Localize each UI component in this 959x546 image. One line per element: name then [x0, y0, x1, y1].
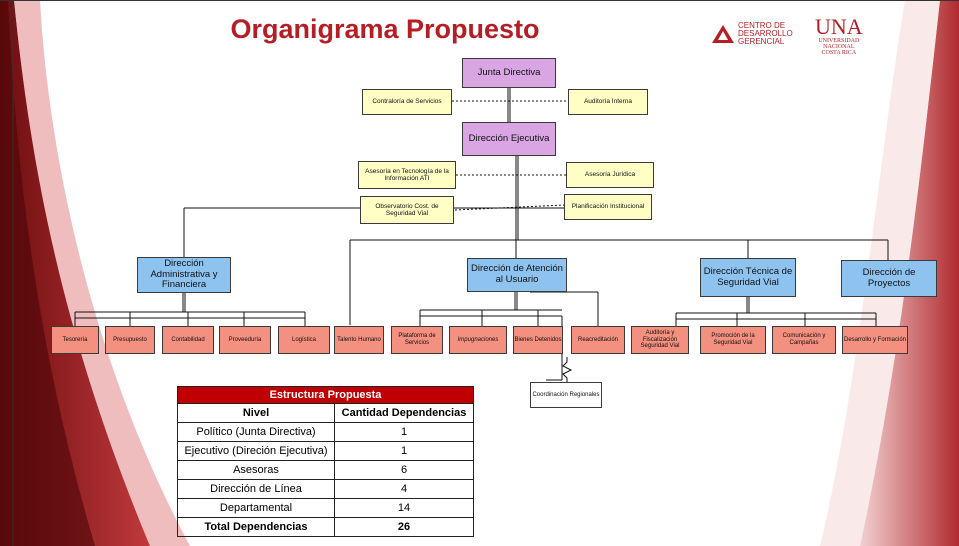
node-observatorio[interactable]: Observatorio Cost. de Seguridad Vial: [360, 196, 454, 224]
node-dir-administrativa[interactable]: Dirección Administrativa y Financiera: [137, 257, 231, 293]
node-promocion[interactable]: Promoción de la Seguridad Vial: [700, 326, 766, 354]
table-row: Político (Junta Directiva) 1: [177, 422, 474, 442]
node-planificacion[interactable]: Planificación Institucional: [564, 194, 652, 220]
page-title: Organigrama Propuesto: [230, 14, 540, 44]
node-plataforma[interactable]: Plataforma de Servicios: [391, 326, 443, 354]
table-row: Departamental 14: [177, 498, 474, 518]
node-auditoria-interna[interactable]: Auditoría Interna: [568, 89, 648, 115]
node-direccion-ejecutiva[interactable]: Dirección Ejecutiva: [462, 122, 556, 156]
node-tesoreria[interactable]: Tesorería: [51, 326, 99, 354]
node-junta-directiva[interactable]: Junta Directiva: [462, 58, 556, 88]
node-reacreditacion[interactable]: Reacreditación: [571, 326, 625, 354]
node-asesoria-ti[interactable]: Asesoría en Tecnología de la Información…: [358, 161, 456, 189]
table-caption: Estructura Propuesta: [177, 386, 474, 404]
node-coordinacion-regionales[interactable]: Coordinación Regionales: [530, 382, 602, 408]
cdg-logo: CENTRO DE DESARROLLO GERENCIAL: [712, 22, 793, 46]
table-row: Asesoras 6: [177, 460, 474, 480]
node-auditoria-vial[interactable]: Auditoría y Fiscalización Seguridad Vial: [631, 326, 689, 354]
node-presupuesto[interactable]: Presupuesto: [105, 326, 155, 354]
node-dir-tecnica[interactable]: Dirección Técnica de Seguridad Vial: [700, 258, 796, 297]
node-contraloria[interactable]: Contraloría de Servicios: [362, 89, 452, 115]
node-comunicacion[interactable]: Comunicación y Campañas: [772, 326, 836, 354]
cdg-emblem-icon: [712, 25, 734, 43]
table-header-nivel: Nivel: [177, 403, 335, 423]
node-logistica[interactable]: Logística: [278, 326, 330, 354]
una-logo: UNA UNIVERSIDAD NACIONAL COSTA RICA: [815, 14, 863, 57]
table-row: Dirección de Línea 4: [177, 479, 474, 499]
node-asesoria-juridica[interactable]: Asesoría Jurídica: [566, 162, 654, 188]
node-contabilidad[interactable]: Contabilidad: [162, 326, 214, 354]
node-dir-proyectos[interactable]: Dirección de Proyectos: [841, 260, 937, 297]
node-impugnaciones[interactable]: Impugnaciones: [449, 326, 507, 354]
node-proveeduria[interactable]: Proveeduría: [219, 326, 271, 354]
node-desarrollo[interactable]: Desarrollo y Formación: [842, 326, 908, 354]
node-bienes-detenidos[interactable]: Bienes Detenidos: [513, 326, 563, 354]
table-header-cantidad: Cantidad Dependencias: [334, 403, 474, 423]
node-dir-atencion[interactable]: Dirección de Atención al Usuario: [467, 258, 567, 292]
table-row: Ejecutivo (Direción Ejecutiva) 1: [177, 441, 474, 461]
estructura-table: Estructura Propuesta Nivel Cantidad Depe…: [177, 386, 474, 537]
table-total-row: Total Dependencias 26: [177, 517, 474, 537]
node-talento-humano[interactable]: Talento Humano: [334, 326, 384, 354]
